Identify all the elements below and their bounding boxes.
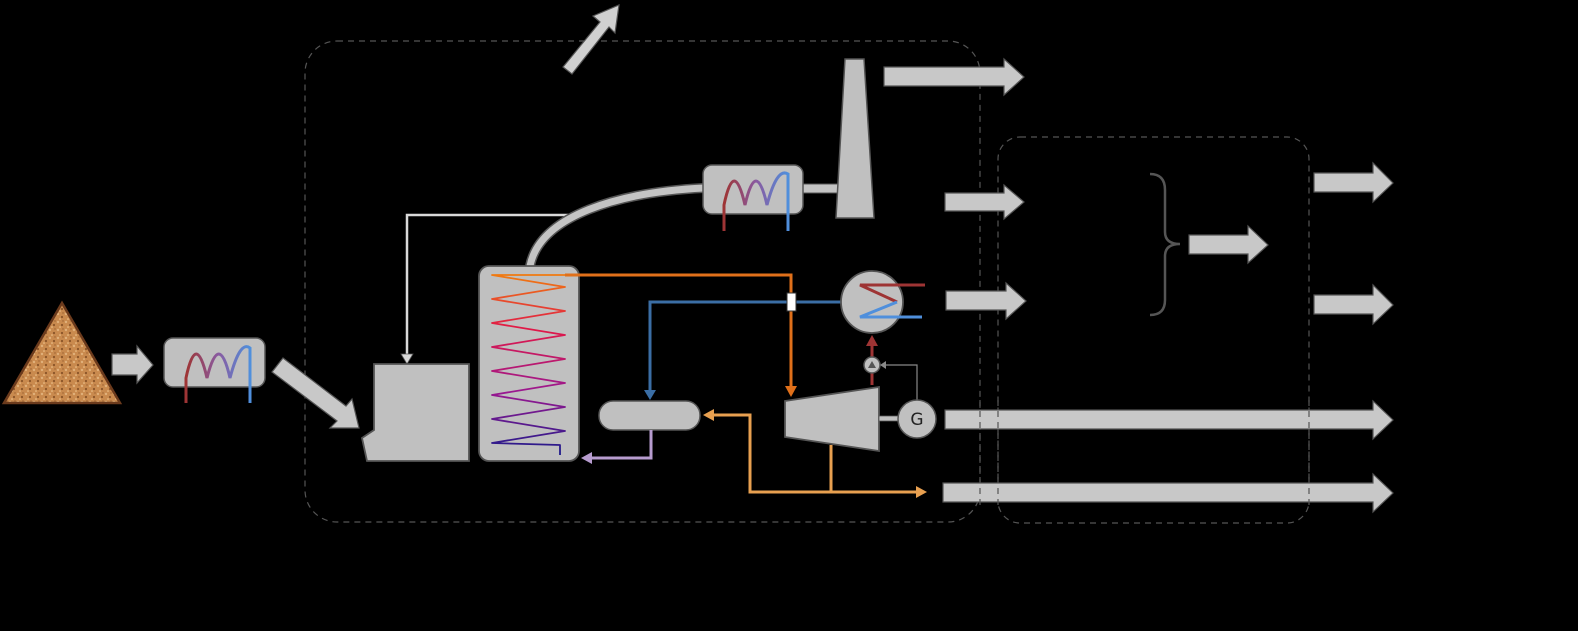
heat-loss-arrow: [562, 4, 620, 75]
feedwater-line: [590, 430, 653, 460]
cooling-water-line: [648, 300, 842, 392]
electricity-output-arrow: [944, 399, 1394, 441]
steam-turbine: [784, 385, 880, 453]
generator-label: G: [910, 410, 923, 430]
boiler-coil: [491, 274, 568, 455]
plant-boundary: [304, 40, 981, 523]
heat-output-arrow-2: [945, 281, 1027, 321]
final-output-arrow-2: [1313, 283, 1394, 326]
feedwater-tank: [598, 400, 701, 431]
control-signal-arrowhead: [880, 361, 886, 369]
biomass-pile: [1, 300, 123, 405]
steam-arrowhead: [785, 386, 797, 397]
cooling-water-arrowhead: [644, 390, 656, 400]
heat-sum-bracket: [1149, 172, 1181, 317]
condensate-line-return: [712, 413, 833, 494]
flue-gas-pipe-inner: [526, 184, 705, 267]
generator: G: [897, 399, 937, 439]
output-boundary-overlay: [997, 400, 1310, 510]
hx-to-stack-pipe: [801, 183, 839, 194]
boiler: [478, 265, 580, 462]
heat-output-arrow-1: [944, 183, 1025, 221]
pump-riser-arrowhead: [866, 335, 878, 346]
pump-triangle: [868, 361, 876, 368]
final-output-arrow-1: [1313, 161, 1394, 204]
flue-gas-heat-exchanger: [702, 164, 804, 231]
combined-heat-arrow: [1188, 224, 1269, 265]
combustion-air-arrowhead: [400, 353, 414, 365]
process-heat-output-arrow: [942, 472, 1394, 514]
condenser-hot-line: [859, 283, 925, 304]
output-boundary: [997, 136, 1310, 524]
fuel-dryer: [163, 337, 266, 403]
combustion-air-line: [405, 213, 580, 356]
feedwater-arrowhead: [581, 452, 592, 464]
flue-gas-output-arrow: [883, 57, 1025, 97]
steam-line: [565, 273, 793, 388]
flue-hx-coil: [722, 171, 790, 231]
condenser: [840, 270, 925, 334]
furnace: [360, 363, 470, 462]
condensate-arrowhead-out: [916, 486, 927, 498]
fuel-feed-arrow: [271, 357, 360, 429]
control-signal-line: [884, 364, 918, 400]
condenser-cold-line: [859, 300, 922, 319]
dryer-coil: [184, 345, 252, 403]
stack: [835, 58, 875, 219]
turbine-shaft: [878, 415, 900, 422]
valve-marker: [786, 292, 797, 312]
condensate-arrowhead-tank: [703, 409, 714, 421]
fuel-input-arrow: [111, 344, 154, 385]
